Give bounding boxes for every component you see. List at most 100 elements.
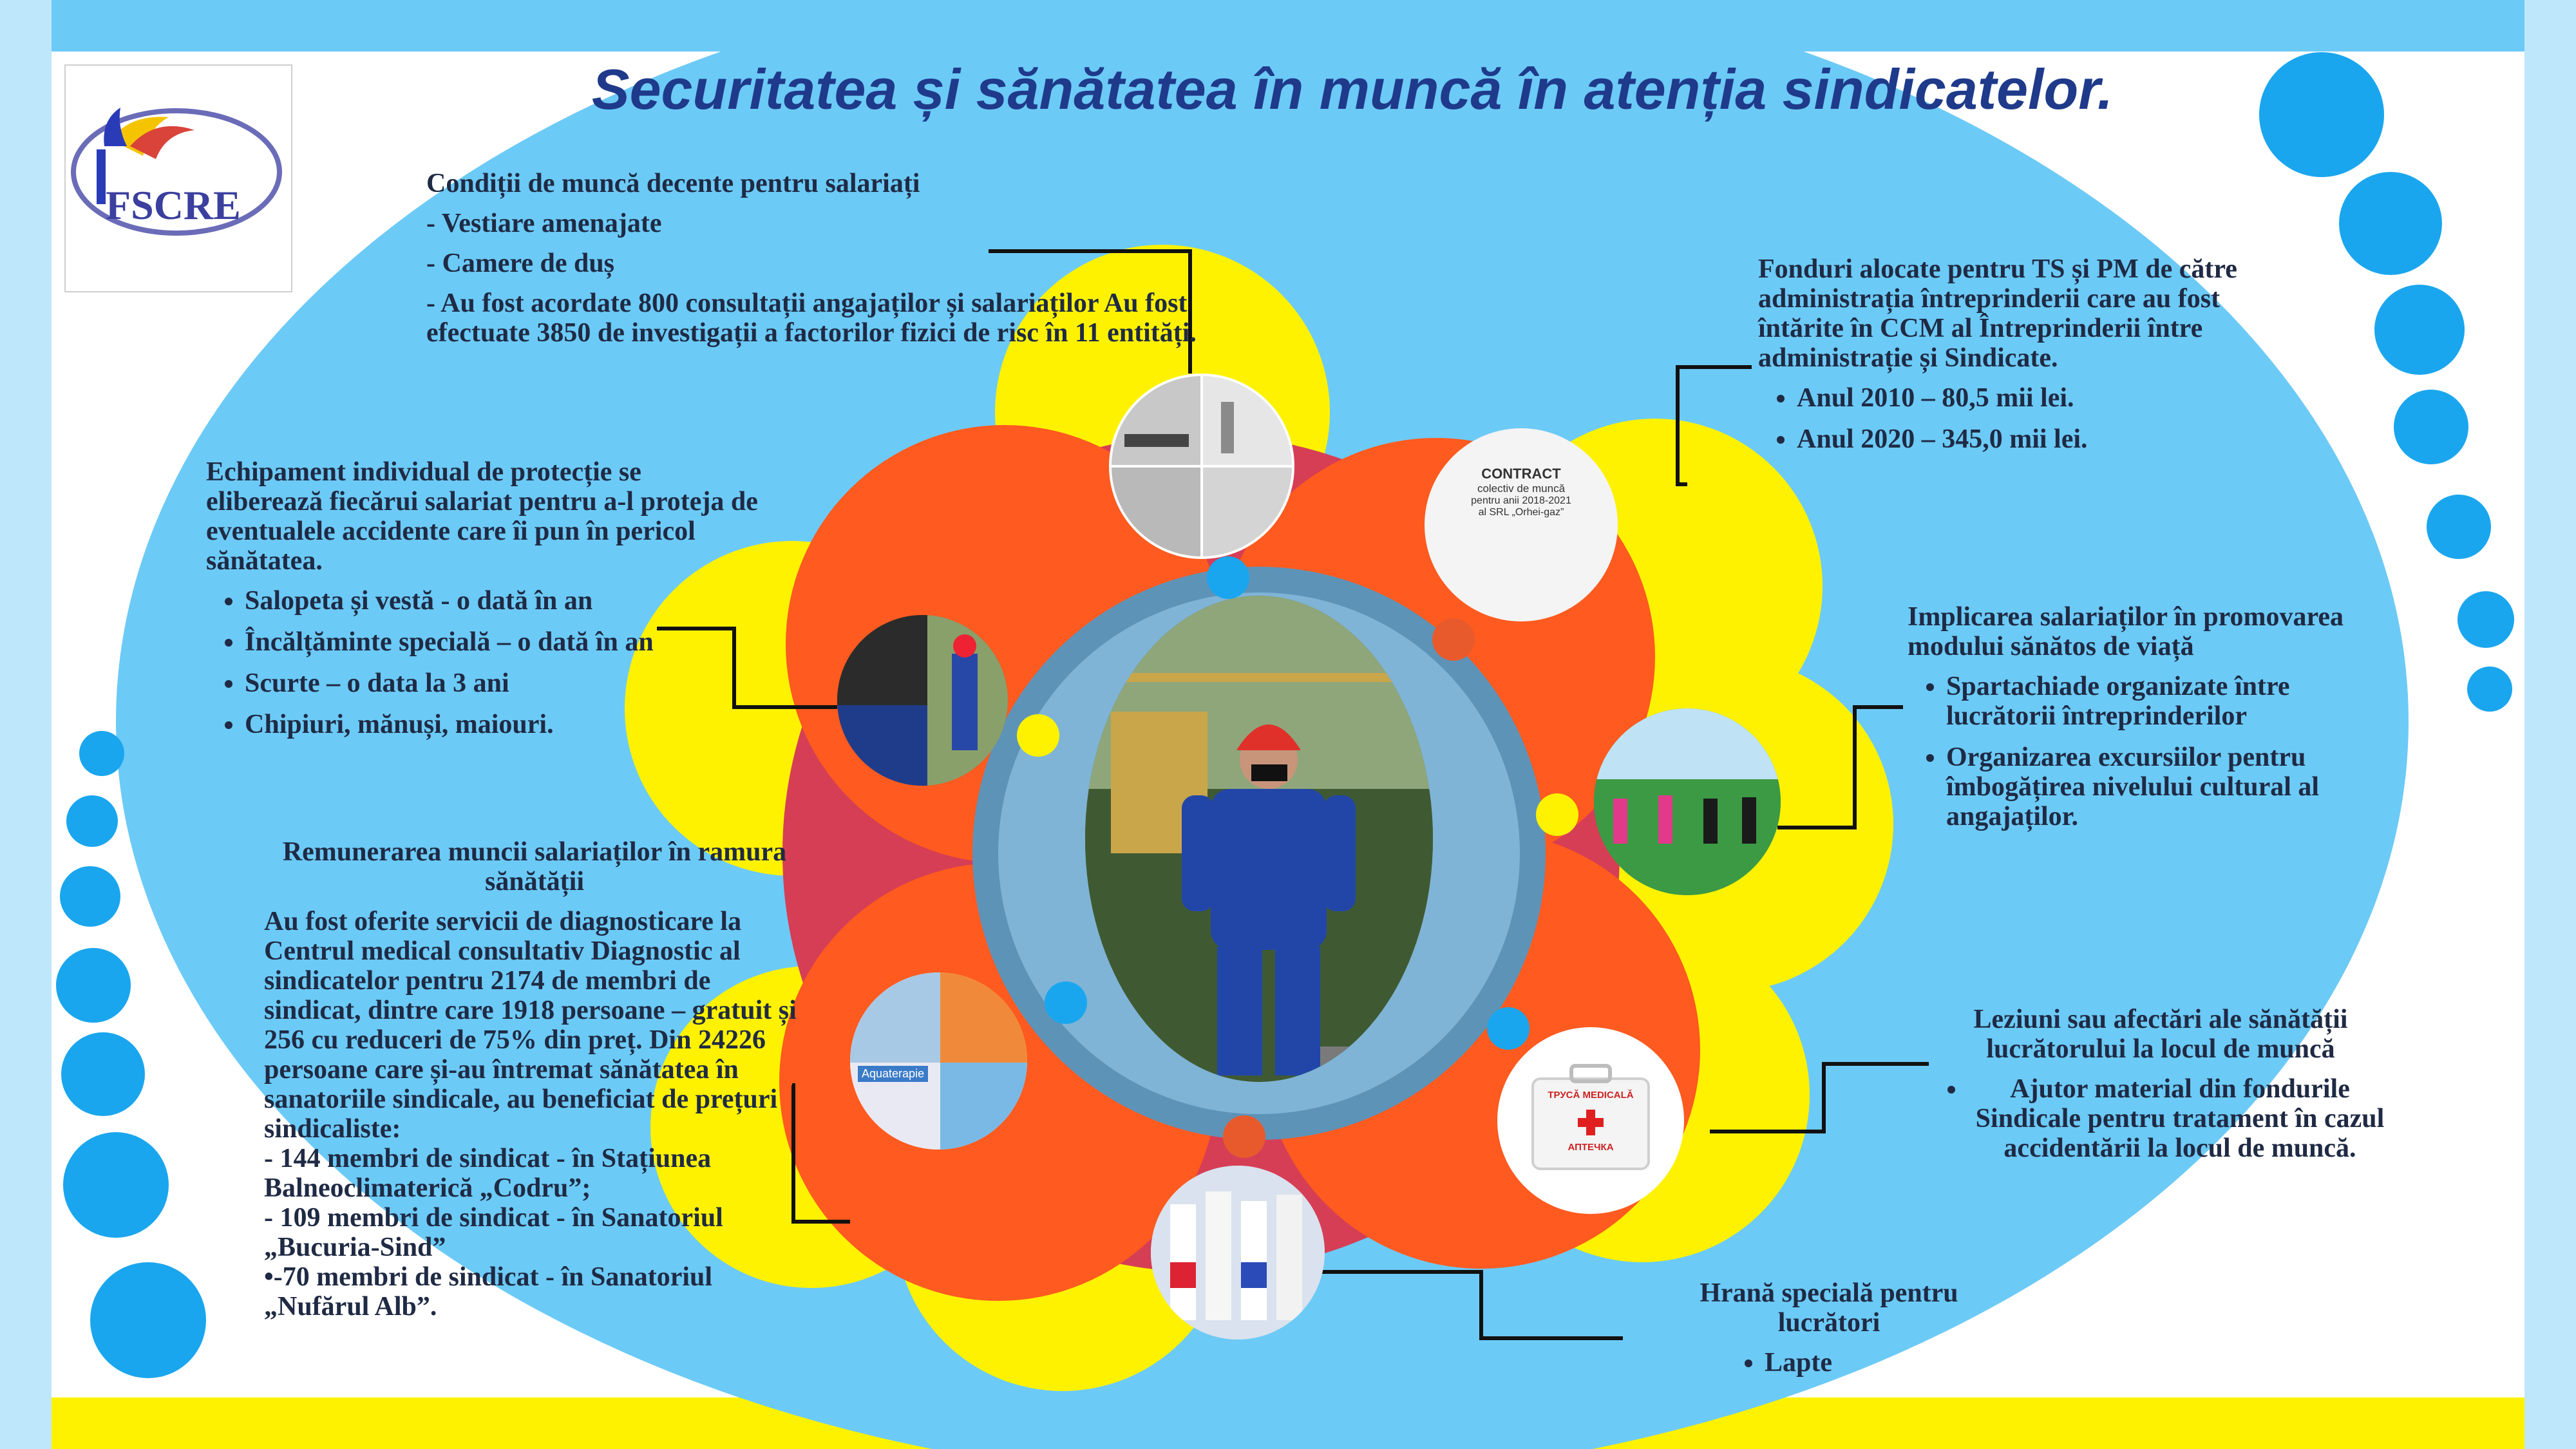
dot-blue-top: [1207, 556, 1249, 599]
bubble: [2259, 52, 2384, 177]
contract-line-3: pentru anii 2018-2021: [1471, 495, 1571, 506]
injuries-block: Leziuni sau afectări ale sănătății lucră…: [1929, 1005, 2392, 1175]
photo-spa: Aquaterapie: [850, 972, 1027, 1150]
logo-box: FSCRE: [64, 64, 292, 292]
equipment-image: [837, 615, 1008, 786]
equipment-item: Salopeta și vestă - o dată în an: [245, 586, 760, 616]
remuneration-line-2: - 109 membri de sindicat - în Sanatoriul…: [264, 1203, 723, 1262]
equipment-item: Încălțăminte specială – o dată în an: [245, 627, 760, 657]
equipment-item: Chipiuri, mănuși, maiouri.: [245, 710, 760, 739]
lifestyle-item: Spartachiade organizate între lucrătorii…: [1946, 672, 2403, 731]
equipment-heading: Echipament individual de protecție se el…: [206, 457, 758, 576]
bubble: [60, 866, 120, 927]
first-aid-kit-image: [1531, 1064, 1650, 1170]
food-heading: Hrană specială pentru lucrători: [1700, 1278, 1958, 1338]
lifestyle-heading: Implicarea salariaților în promovarea mo…: [1908, 602, 2344, 661]
bubble: [2394, 390, 2468, 464]
conditions-block: Condiții de muncă decente pentru salaria…: [426, 169, 1199, 358]
conditions-line-1: - Vestiare amenajate: [426, 209, 662, 238]
connector-lines: [657, 249, 1929, 1340]
funds-item: Anul 2020 – 345,0 mii lei.: [1797, 424, 2286, 454]
dot-yellow-right: [1536, 793, 1578, 836]
bubble: [79, 731, 124, 776]
food-item: Lapte: [1765, 1348, 1990, 1378]
funds-list: Anul 2010 – 80,5 mii lei. Anul 2020 – 34…: [1758, 383, 2286, 454]
dot-blue-left: [1045, 981, 1087, 1024]
connector-lifestyle: [1777, 705, 1903, 829]
locker-room-image: [1112, 376, 1292, 556]
funds-block: Fonduri alocate pentru TS și PM de către…: [1758, 254, 2286, 466]
conditions-heading: Condiții de muncă decente pentru salaria…: [426, 169, 920, 198]
lifestyle-block: Implicarea salariaților în promovarea mo…: [1908, 602, 2403, 843]
right-bubbles: [2259, 52, 2514, 712]
equipment-list: Salopeta și vestă - o dată în an Încălță…: [206, 586, 760, 739]
remuneration-body: Au fost oferite servicii de diagnosticar…: [264, 907, 797, 1144]
connector-funds: [1676, 365, 1752, 486]
connector-injuries: [1710, 1062, 1929, 1133]
bubble: [90, 1262, 206, 1378]
injuries-heading: Leziuni sau afectări ale sănătății lucră…: [1973, 1005, 2348, 1064]
photo-sports: [1594, 708, 1781, 895]
equipment-item: Scurte – o data la 3 ani: [245, 668, 760, 698]
connector-conditions: [989, 249, 1192, 374]
flower-dots: [1017, 556, 1578, 1158]
dot-orange-upper: [1432, 618, 1475, 661]
bubble: [61, 1032, 145, 1116]
logo-oval: [71, 108, 282, 236]
lifestyle-item: Organizarea excursiilor pentru îmbogățir…: [1946, 743, 2403, 831]
dot-yellow-left: [1017, 714, 1059, 757]
food-block: Hrană specială pentru lucrători Lapte: [1668, 1278, 1990, 1389]
left-frame-band: [0, 0, 52, 1449]
sports-image: [1594, 708, 1781, 895]
bubble: [2339, 172, 2442, 275]
equipment-block: Echipament individual de protecție se el…: [206, 457, 760, 751]
remuneration-heading: Remunerarea muncii salariaților în ramur…: [282, 837, 787, 896]
logo-flame-blue: [104, 108, 127, 146]
first-aid-label-bottom: АПТЕЧКА: [1567, 1142, 1614, 1153]
bubble: [63, 1132, 169, 1238]
lifestyle-list: Spartachiade organizate între lucrătorii…: [1908, 672, 2403, 831]
bubble: [2467, 667, 2512, 712]
conditions-line-3: - Au fost acordate 800 consultații angaj…: [426, 289, 1197, 348]
photo-contract: CONTRACT colectiv de muncă pentru anii 2…: [1425, 428, 1618, 621]
bubble: [66, 795, 118, 847]
bubble: [2427, 495, 2491, 559]
worker-image: [1085, 596, 1433, 1082]
photo-equipment: [837, 615, 1008, 786]
page-title: Securitatea și sănătatea în muncă în ate…: [591, 57, 2114, 121]
photo-milk: [1151, 1166, 1325, 1340]
left-bubbles: [56, 731, 206, 1378]
photo-first-aid: ТРУСĂ MEDICALĂ АПТЕЧКА: [1497, 1027, 1684, 1214]
remuneration-line-1: - 144 membri de sindicat - în Stațiunea …: [264, 1144, 712, 1203]
bubble: [56, 948, 131, 1023]
spa-label: Aquaterapie: [858, 1066, 929, 1082]
funds-heading: Fonduri alocate pentru TS și PM de către…: [1758, 254, 2237, 373]
injuries-list: Ajutor material din fondurile Sindicale …: [1929, 1074, 2392, 1163]
right-frame-band: [2524, 0, 2576, 1449]
contract-line-2: colectiv de muncă: [1477, 482, 1566, 495]
milk-bottles-image: [1151, 1166, 1325, 1340]
spa-image: [850, 972, 1027, 1150]
injuries-item: Ajutor material din fondurile Sindicale …: [1967, 1074, 2392, 1163]
connector-food: [1320, 1270, 1623, 1340]
funds-item: Anul 2010 – 80,5 mii lei.: [1797, 383, 2286, 413]
photo-locker-rooms: [1109, 374, 1294, 559]
connector-equipment: [657, 627, 837, 709]
logo-flame-red: [130, 126, 194, 159]
dot-orange-bottom: [1223, 1115, 1265, 1158]
fscre-logo: [71, 108, 282, 236]
photo-worker: [1085, 596, 1433, 1082]
contract-line-1: CONTRACT: [1481, 466, 1561, 482]
remuneration-line-3: •-70 membri de sindicat - în Sanatoriul …: [264, 1262, 713, 1321]
first-aid-label-top: ТРУСĂ MEDICALĂ: [1548, 1090, 1634, 1101]
contract-line-4: al SRL „Orhei-gaz”: [1478, 507, 1564, 518]
bubble: [2458, 591, 2514, 648]
remuneration-block: Remunerarea muncii salariaților în ramur…: [264, 837, 805, 1321]
dot-blue-right: [1487, 1007, 1530, 1050]
food-list: Lapte: [1668, 1348, 1990, 1378]
connector-remuneration: [791, 1083, 850, 1224]
logo-pillar: [97, 149, 106, 204]
bubble: [2374, 285, 2465, 375]
logo-text: FSCRE: [106, 182, 241, 228]
conditions-line-2: - Camere de duș: [426, 249, 615, 278]
